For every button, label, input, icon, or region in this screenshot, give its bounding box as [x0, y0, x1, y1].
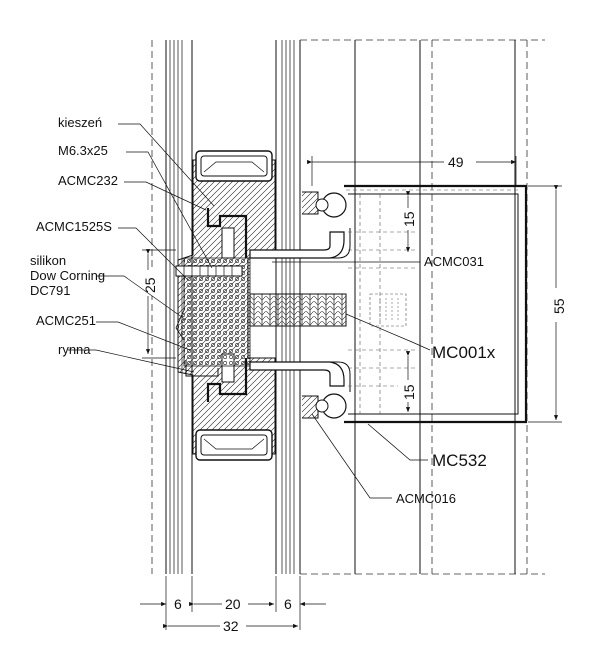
- screw: [175, 265, 243, 277]
- leader-lines: [68, 123, 431, 499]
- label-acmc016: ACMC016: [396, 491, 456, 506]
- gasket-bottom: [302, 393, 347, 419]
- label-acmc031: ACMC031: [424, 254, 484, 269]
- dimension-55: 55: [528, 185, 568, 423]
- dimension-6-right-text: 6: [284, 596, 292, 612]
- dimension-20-text: 20: [225, 596, 241, 612]
- dimension-15-top: 15: [398, 191, 418, 252]
- dimension-49-text: 49: [448, 154, 464, 170]
- mullion-profile: [344, 184, 528, 424]
- label-acmc232: ACMC232: [58, 173, 118, 188]
- dimension-15-bottom-text: 15: [401, 384, 417, 400]
- dimension-32-text: 32: [223, 618, 239, 634]
- dimension-bottom-row: 6 20 6 32: [140, 576, 326, 634]
- label-silikon-3: DC791: [30, 283, 70, 298]
- dimension-15-top-text: 15: [401, 211, 417, 227]
- silicone-fill: [175, 257, 251, 367]
- gutter: [185, 360, 219, 377]
- dimension-49: 49: [307, 153, 517, 186]
- callout-labels: kieszeń M6.3x25 ACMC232 ACMC1525S siliko…: [30, 115, 496, 506]
- background-frame-lines: [300, 39, 545, 575]
- clamp-connector: [249, 228, 351, 392]
- label-kieszen: kieszeń: [58, 115, 102, 130]
- label-silikon-1: silikon: [30, 253, 66, 268]
- spacer-top: [195, 150, 273, 182]
- dimension-55-text: 55: [551, 298, 567, 314]
- dimension-6-left-text: 6: [174, 596, 182, 612]
- label-m6-screw: M6.3x25: [58, 143, 108, 158]
- gasket-top: [302, 191, 347, 218]
- label-rynna: rynna: [58, 342, 91, 357]
- spacer-bottom: [195, 429, 273, 461]
- label-silikon-2: Dow Corning: [30, 268, 105, 283]
- dimension-15-bottom: 15: [398, 351, 418, 412]
- label-acmc251: ACMC251: [36, 313, 96, 328]
- label-acmc1525s: ACMC1525S: [36, 219, 112, 234]
- label-mc001x: MC001x: [432, 343, 496, 362]
- dimension-25-text: 25: [142, 277, 158, 293]
- label-mc532: MC532: [432, 451, 487, 470]
